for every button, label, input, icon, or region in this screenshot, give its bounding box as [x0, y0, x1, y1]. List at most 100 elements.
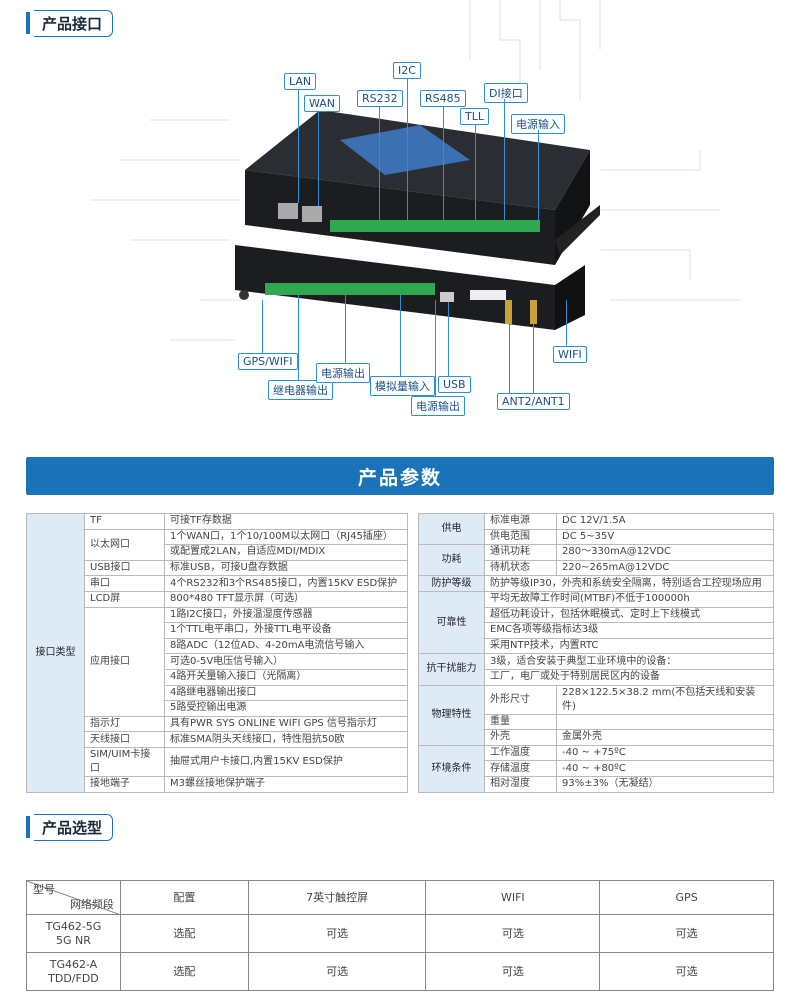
- callout-antenna: ANT2/ANT1: [497, 393, 570, 410]
- row-name: 指示灯: [84, 715, 165, 733]
- antenna-connector-1: [505, 300, 512, 324]
- callout-wifi: WIFI: [553, 346, 587, 363]
- row-value: 或配置成2LAN，自适应MDI/MDIX: [164, 544, 408, 561]
- model-selection-table: 型号 网络频段 配置 7英寸触控屏 WIFI GPS TG462-5G 5G N…: [26, 880, 774, 991]
- row-value: 防护等级IP30，外壳和系统安全隔离，特别适合工控现场应用: [484, 575, 774, 592]
- pin-wan: [318, 111, 319, 206]
- row-name: 标准电源: [484, 513, 557, 530]
- callout-tll: TLL: [460, 108, 489, 125]
- header-wifi: WIFI: [425, 880, 601, 915]
- row-value: 平均无故障工作时间(MTBF)不低于100000h: [484, 590, 774, 608]
- table-row: TG462-5G 5G NR 选配 可选 可选 可选: [26, 914, 774, 953]
- barcode-sticker: [470, 290, 506, 300]
- table-row: 环境条件 工作温度 -40 ~ +75ºC: [418, 744, 774, 793]
- row-value: 采用NTP技术，内置RTC: [484, 637, 774, 655]
- table-header-row: 型号 网络频段 配置 7英寸触控屏 WIFI GPS: [26, 880, 774, 915]
- callout-lan: LAN: [284, 73, 317, 90]
- row-value: 标准USB，可接U盘存数据: [164, 559, 408, 577]
- pin-wifi: [566, 300, 567, 346]
- terminal-block-top: [330, 220, 540, 232]
- title-bar-accent: [26, 816, 30, 838]
- pin-i2c: [407, 78, 408, 220]
- wan-port: [302, 206, 322, 222]
- corner-diagonal: [27, 881, 121, 915]
- header-touchscreen: 7英寸触控屏: [247, 880, 427, 915]
- circuit-background: [90, 0, 740, 341]
- row-name: 串口: [84, 575, 165, 592]
- row-name: 外壳: [484, 729, 557, 746]
- row-name: LCD屏: [84, 590, 165, 608]
- device-illustration: [90, 0, 740, 341]
- row-value: 3级，适合安装于典型工业环境中的设备：: [484, 653, 774, 670]
- callout-di: DI接口: [484, 83, 528, 103]
- usb-port: [440, 292, 454, 302]
- row-name: 外形尺寸: [484, 684, 557, 715]
- title-bar-accent: [26, 12, 30, 34]
- table-row: 可靠性 平均无故障工作时间(MTBF)不低于100000h: [418, 590, 774, 655]
- group-label: 可靠性: [418, 590, 485, 655]
- section-title-interfaces: 产品接口: [26, 8, 114, 38]
- row-value: -40 ~ +75ºC: [556, 744, 774, 762]
- callout-power-out-1: 电源输出: [316, 363, 370, 383]
- group-label: 环境条件: [418, 744, 485, 793]
- table-row: 接地端子 M3螺丝接地保护端子: [27, 775, 408, 793]
- model-band: 5G NR: [56, 933, 91, 947]
- callout-power-in: 电源输入: [511, 114, 565, 134]
- table-row: USB接口 标准USB，可接U盘存数据: [27, 559, 408, 577]
- antenna-connector-2: [530, 300, 537, 324]
- pin-analog-in: [400, 295, 401, 376]
- callout-gps-wifi: GPS/WIFI: [238, 353, 298, 370]
- row-name: TF: [84, 513, 165, 530]
- callout-power-out-2: 电源输出: [411, 396, 465, 416]
- row-name: USB接口: [84, 559, 165, 577]
- section-title-selection: 产品选型: [26, 812, 114, 842]
- row-name: 工作温度: [484, 744, 557, 762]
- table-row: 指示灯 具有PWR SYS ONLINE WIFI GPS 信号指示灯: [27, 715, 408, 733]
- header-gps: GPS: [599, 880, 774, 915]
- callout-relay-out: 继电器输出: [268, 380, 333, 400]
- product-diagram: LAN WAN I2C RS232 RS485 DI接口 TLL 电源输入 GP…: [0, 0, 800, 450]
- row-value: EMC各项等级指标达3级: [484, 622, 774, 639]
- row-value: -40 ~ +80ºC: [556, 760, 774, 777]
- row-value: 800*480 TFT显示屏（可选）: [164, 590, 408, 608]
- row-name: 以太网口: [84, 528, 165, 561]
- table-row: 接口类型 TF 可接TF存数据: [26, 513, 408, 793]
- row-value: 280～330mA@12VDC: [556, 544, 774, 561]
- row-value: 工厂，电厂或处于特别居民区内的设备: [484, 668, 774, 686]
- corner-top-label: 型号: [33, 883, 55, 896]
- section-title-text: 产品选型: [34, 813, 114, 841]
- model-cell: TG462-5G 5G NR: [26, 914, 121, 953]
- table-row: 供电 标准电源 DC 12V/1.5A: [418, 512, 774, 546]
- corner-bottom-label: 网络频段: [69, 898, 114, 911]
- device-front-face: [245, 170, 555, 265]
- table-row: 相对湿度 93%±3%（无凝结）: [419, 775, 774, 793]
- table-cell: 选配: [119, 914, 249, 953]
- row-name: 待机状态: [484, 559, 557, 577]
- pin-di: [504, 99, 505, 220]
- table-row: TG462-A TDD/FDD 选配 可选 可选 可选: [26, 952, 774, 991]
- callout-rs485: RS485: [420, 90, 466, 107]
- header-config: 配置: [119, 880, 249, 915]
- table-row: 重量: [419, 713, 774, 731]
- spec-table-right: 供电 标准电源 DC 12V/1.5A 供电范围 DC 5~35V 功耗 通讯功…: [418, 512, 774, 793]
- row-value: 标准SMA阴头天线接口，特性阻抗50欧: [164, 731, 408, 748]
- device-label: [340, 125, 470, 175]
- callout-rs232: RS232: [357, 90, 403, 107]
- terminal-block-bottom: [265, 283, 435, 295]
- row-value: 可选0-5V电压信号输入）: [164, 653, 408, 670]
- table-row: 以太网口 1个WAN口，1个10/100M以太网口（RJ45插座）: [27, 528, 408, 561]
- mounting-ear-right: [555, 205, 600, 255]
- table-row: 串口 4个RS232和3个RS485接口，内置15KV ESD保护: [27, 575, 408, 592]
- group-label: 抗干扰能力: [418, 653, 485, 686]
- row-value: 可接TF存数据: [164, 513, 408, 530]
- pin-antenna-2: [533, 324, 534, 393]
- row-value: 4路开关量输入接口（光隔离）: [164, 668, 408, 686]
- row-name: 应用接口: [84, 606, 165, 717]
- pin-power-in: [538, 130, 539, 220]
- table-cell: 可选: [599, 914, 774, 953]
- table-row: 天线接口 标准SMA阴头天线接口，特性阻抗50欧: [27, 731, 408, 748]
- row-value: 金属外壳: [556, 729, 774, 746]
- row-value: DC 5~35V: [556, 528, 774, 546]
- table-row: LCD屏 800*480 TFT显示屏（可选）: [27, 590, 408, 608]
- row-value: 93%±3%（无凝结）: [556, 775, 774, 793]
